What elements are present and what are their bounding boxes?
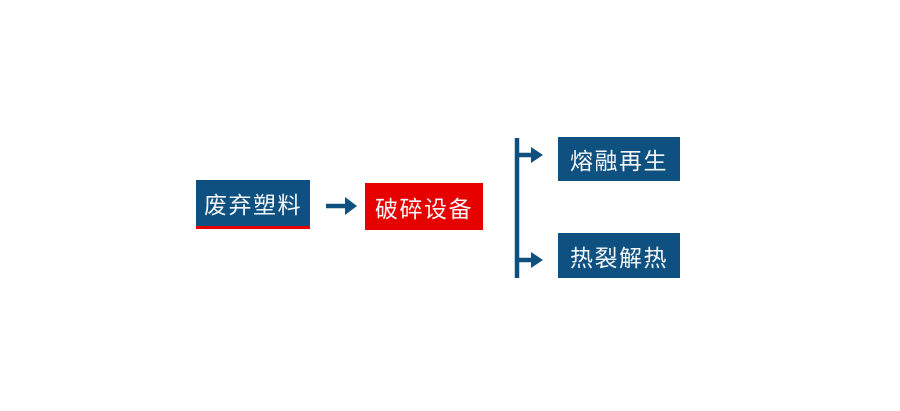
branch-arrow-bottom	[515, 252, 543, 268]
node-melt-regeneration-label: 熔融再生	[570, 148, 668, 174]
arrow-main	[326, 197, 357, 215]
branch-arrow-top	[515, 147, 543, 163]
node-waste-plastic: 废弃塑料	[196, 180, 310, 229]
node-pyrolysis-heat: 热裂解热	[558, 233, 680, 278]
node-pyrolysis-heat-label: 热裂解热	[570, 244, 668, 271]
node-crushing-equipment-label: 破碎设备	[375, 195, 473, 222]
node-waste-plastic-label: 废弃塑料	[204, 192, 302, 218]
node-melt-regeneration: 熔融再生	[558, 137, 680, 181]
node-crushing-equipment: 破碎设备	[365, 183, 483, 230]
